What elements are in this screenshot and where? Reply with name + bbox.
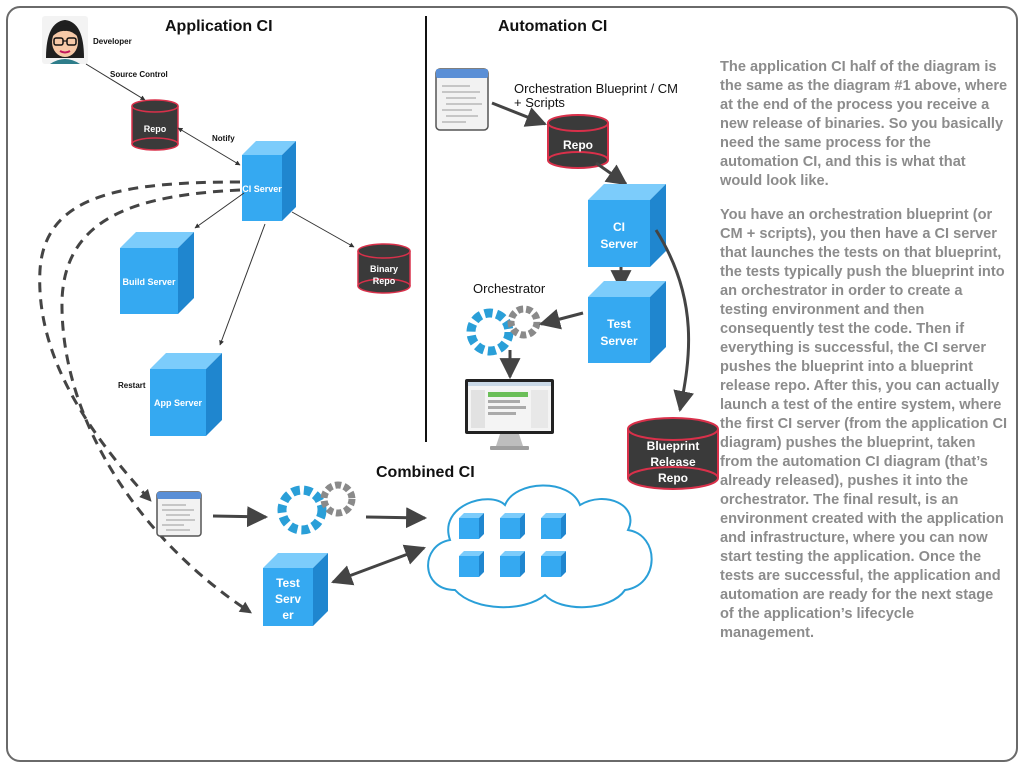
vm-cube-icon: [500, 513, 525, 539]
build-server-label: Build Server: [122, 277, 176, 287]
orchestrator-label: Orchestrator: [473, 281, 546, 296]
blueprint-label-line2: + Scripts: [514, 95, 565, 110]
automation-repo-icon[interactable]: Repo: [547, 114, 609, 169]
vm-cube-icon: [459, 551, 484, 577]
ci-to-test-server-dashed-arrow: [60, 188, 253, 614]
app-repo-label: Repo: [144, 124, 167, 134]
blueprint-to-repo-arrow: [491, 101, 547, 127]
release-repo-label-line3: Repo: [658, 471, 688, 485]
ci-to-build-arrow: [194, 192, 245, 229]
orchestrator-icon[interactable]: [466, 305, 541, 356]
combined-test-label-line3: er: [282, 608, 294, 622]
automation-ci-label-line2: Server: [600, 237, 638, 251]
app-repo-icon[interactable]: Repo: [131, 99, 179, 151]
automation-ci-server-cube[interactable]: CI Server: [588, 184, 666, 267]
application-ci-title: Application CI: [165, 18, 273, 35]
blueprint-to-combined-orchestrator-arrow: [212, 506, 269, 528]
vm-cube-icon: [459, 513, 484, 539]
orchestrator-to-cloud-arrow: [365, 507, 428, 529]
release-repo-label-line2: Release: [650, 455, 696, 469]
blueprint-release-repo-icon[interactable]: Blueprint Release Repo: [627, 417, 719, 490]
description-text: The application CI half of the diagram i…: [720, 58, 1010, 658]
description-paragraph-1: The application CI half of the diagram i…: [720, 59, 1008, 189]
test-server-to-orchestrator-arrow: [538, 309, 584, 330]
combined-orchestrator-icon[interactable]: [277, 481, 356, 535]
developer-avatar-icon: [42, 16, 88, 64]
combined-test-server-cube[interactable]: Test Serv er: [263, 553, 328, 626]
repo-to-ci-arrow: [595, 161, 628, 186]
app-ci-server-label: CI Server: [242, 184, 282, 194]
binary-repo-label-line2: Repo: [373, 276, 396, 286]
binary-repo-icon[interactable]: Binary Repo: [357, 243, 411, 294]
automation-test-label-line1: Test: [607, 317, 631, 331]
release-repo-label-line1: Blueprint: [647, 439, 700, 453]
combined-ci-title: Combined CI: [376, 464, 475, 481]
automation-ci-label-line1: CI: [613, 220, 625, 234]
blueprint-document-icon[interactable]: [435, 68, 489, 131]
monitor-icon: [465, 379, 554, 450]
ci-to-release-repo-arrow: [654, 229, 695, 413]
notify-arrow: [177, 127, 241, 166]
automation-repo-label: Repo: [563, 138, 593, 152]
automation-test-label-line2: Server: [600, 334, 638, 348]
ci-to-app-server-arrow: [219, 223, 266, 346]
app-server-label: App Server: [154, 398, 203, 408]
combined-test-label-line1: Test: [276, 576, 300, 590]
automation-test-server-cube[interactable]: Test Server: [588, 281, 666, 363]
source-control-arrow: [85, 63, 146, 101]
combined-test-label-line2: Serv: [275, 592, 301, 606]
restart-label: Restart: [118, 381, 146, 390]
build-server-cube[interactable]: Build Server: [120, 232, 194, 314]
notify-label: Notify: [212, 134, 235, 143]
description-paragraph-2: You have an orchestration blueprint (or …: [720, 207, 1008, 641]
vm-cube-icon: [500, 551, 525, 577]
ci-to-binary-repo-arrow: [291, 211, 355, 248]
app-ci-server-cube[interactable]: CI Server: [242, 141, 296, 221]
developer-label: Developer: [93, 37, 132, 46]
cloud-environment-icon: [427, 484, 653, 609]
blueprint-label-line1: Orchestration Blueprint / CM: [514, 81, 678, 96]
vm-cube-icon: [541, 513, 566, 539]
source-control-label: Source Control: [110, 70, 168, 79]
ci-to-blueprint-dashed-arrow: [38, 180, 241, 502]
cloud-vm-cubes: [459, 513, 566, 577]
automation-ci-title: Automation CI: [498, 18, 607, 35]
binary-repo-label-line1: Binary: [370, 264, 398, 274]
combined-blueprint-document-icon[interactable]: [156, 491, 202, 537]
test-server-to-cloud-arrow: [331, 544, 426, 586]
vm-cube-icon: [541, 551, 566, 577]
app-server-cube[interactable]: App Server: [150, 353, 222, 436]
